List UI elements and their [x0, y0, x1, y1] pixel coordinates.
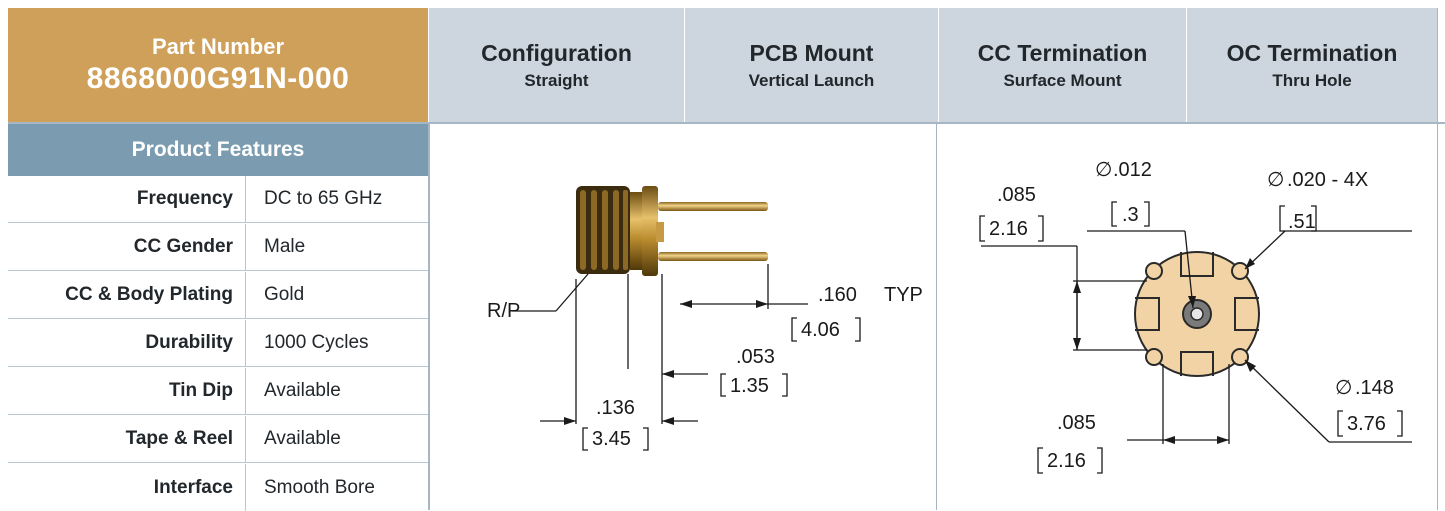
header-pcb-mount: PCB Mount Vertical Launch — [684, 8, 938, 122]
dim-136-mm: 3.45 — [592, 428, 631, 450]
pcb-mount-value: Vertical Launch — [748, 70, 875, 90]
feature-key: CC & Body Plating — [8, 272, 246, 318]
header-cc-termination: CC Termination Surface Mount — [938, 8, 1186, 122]
feature-value: Smooth Bore — [264, 476, 375, 498]
dim-012-mm: .3 — [1122, 204, 1139, 226]
feature-row-frequency: Frequency DC to 65 GHz — [8, 176, 428, 223]
dim-160-mm: 4.06 — [801, 319, 840, 341]
feature-row-durability: Durability 1000 Cycles — [8, 320, 428, 367]
feature-key: Interface — [8, 464, 246, 511]
pcb-mount-title: PCB Mount — [749, 39, 874, 66]
side-view-drawing: R/P .160 TYP 4.06 .053 1.35 .136 3.45 — [487, 186, 923, 451]
feature-row-tin-dip: Tin Dip Available — [8, 368, 428, 415]
dim-085-top: .085 — [997, 184, 1036, 206]
part-number-label: Part Number — [151, 34, 285, 59]
dim-typ: TYP — [884, 284, 923, 306]
configuration-value: Straight — [524, 70, 589, 90]
feature-row-plating: CC & Body Plating Gold — [8, 272, 428, 319]
dia-020-symbol: ∅ — [1267, 169, 1284, 191]
connector-footprint-image — [1134, 251, 1260, 377]
table-right-border — [428, 124, 430, 510]
feature-key: Tin Dip — [8, 368, 246, 414]
right-border — [1437, 8, 1438, 510]
product-features-heading: Product Features — [8, 124, 428, 176]
dim-085-bot: .085 — [1057, 412, 1096, 434]
dim-020-mm: .51 — [1288, 211, 1316, 233]
feature-key: Tape & Reel — [8, 416, 246, 462]
header-oc-termination: OC Termination Thru Hole — [1186, 8, 1437, 122]
footprint-drawing: .085 2.16 ∅ .012 .3 ∅ .020 - 4X .51 ∅ .1… — [979, 159, 1412, 474]
rp-label: R/P — [487, 300, 520, 322]
feature-value: Available — [264, 380, 341, 401]
feature-value: Gold — [264, 284, 305, 305]
dim-136: .136 — [596, 397, 635, 419]
dim-053-mm: 1.35 — [730, 375, 769, 397]
feature-key: Durability — [8, 320, 246, 366]
part-number-box: Part Number 8868000G91N-000 — [8, 8, 428, 122]
dim-148: .148 — [1355, 377, 1394, 399]
dim-148-mm: 3.76 — [1347, 413, 1386, 435]
dim-085-top-mm: 2.16 — [989, 218, 1028, 240]
dim-012: .012 — [1113, 159, 1152, 181]
dia-012-symbol: ∅ — [1095, 159, 1112, 181]
feature-row-interface: Interface Smooth Bore — [8, 464, 428, 511]
header-divider — [8, 122, 1445, 124]
oc-termination-value: Thru Hole — [1272, 70, 1352, 90]
feature-value: Available — [264, 428, 341, 449]
feature-key: Frequency — [8, 176, 246, 222]
header-configuration: Configuration Straight — [428, 8, 684, 122]
dim-053: .053 — [736, 346, 775, 368]
feature-key: CC Gender — [8, 224, 246, 270]
dim-020: .020 - 4X — [1287, 169, 1368, 191]
drawing-divider — [936, 124, 937, 510]
connector-side-image — [576, 186, 768, 276]
feature-value: Male — [264, 236, 306, 257]
cc-termination-value: Surface Mount — [1003, 70, 1122, 90]
dim-085-bot-mm: 2.16 — [1047, 450, 1086, 472]
part-number-value: 8868000G91N-000 — [86, 62, 350, 95]
cc-termination-title: CC Termination — [977, 39, 1148, 66]
oc-termination-title: OC Termination — [1226, 39, 1398, 66]
feature-row-tape-reel: Tape & Reel Available — [8, 416, 428, 463]
feature-row-cc-gender: CC Gender Male — [8, 224, 428, 271]
feature-value: 1000 Cycles — [264, 332, 369, 353]
side-dimension-lines — [512, 264, 808, 425]
footprint-dimension-lines — [981, 230, 1412, 444]
dia-148-symbol: ∅ — [1335, 377, 1352, 399]
configuration-title: Configuration — [481, 39, 632, 66]
feature-value: DC to 65 GHz — [264, 188, 383, 209]
dim-160: .160 — [818, 284, 857, 306]
